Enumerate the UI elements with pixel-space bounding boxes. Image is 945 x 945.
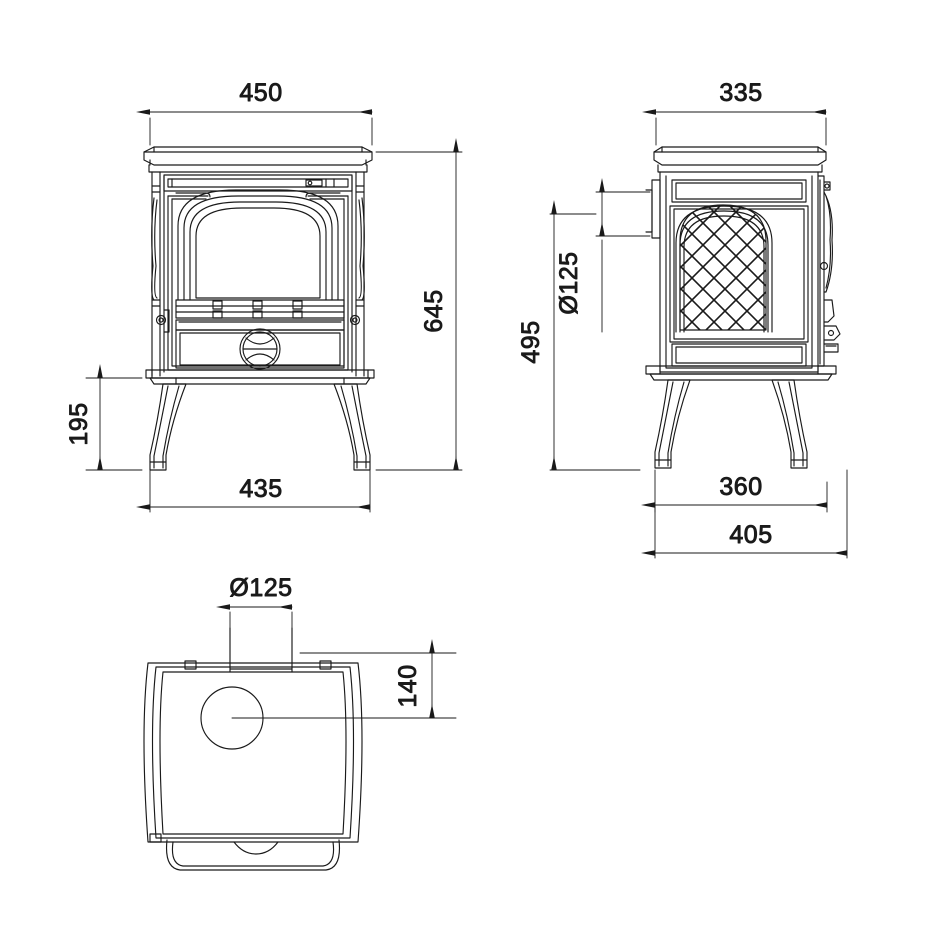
front-ash-panel <box>175 328 345 370</box>
side-base-plinth <box>645 365 837 381</box>
front-right-pillar <box>349 171 365 377</box>
front-upper-rail <box>163 174 353 192</box>
dim-label-335: 335 <box>719 79 762 107</box>
side-left-leg <box>654 379 691 469</box>
plan-dimensions: Ø125 140 <box>215 574 457 719</box>
plan-lug-bottom-left <box>149 833 162 843</box>
dim-label-405: 405 <box>729 521 772 549</box>
side-lattice-grille <box>680 205 766 330</box>
dim-405-group: 405 <box>640 469 848 559</box>
side-top-plate <box>653 146 827 173</box>
side-upper-panel <box>671 179 807 203</box>
dim-645-group: 645 <box>375 137 463 471</box>
side-door-hardware <box>817 175 841 367</box>
side-right-leg <box>771 379 808 469</box>
side-door-arch <box>675 205 773 333</box>
plan-outer-plate <box>143 662 363 843</box>
side-elevation-view <box>645 146 841 469</box>
side-lattice-outline <box>679 204 767 331</box>
front-dimensions: 450 645 195 435 <box>65 79 463 513</box>
front-base-plinth <box>145 369 375 385</box>
dim-label-195: 195 <box>65 402 93 445</box>
dim-495-group: 495 <box>517 199 641 471</box>
dim-360-group: 360 <box>640 469 828 513</box>
dim-335-group: 335 <box>641 79 827 146</box>
dim-label-140: 140 <box>394 664 422 707</box>
front-door-arch <box>177 189 339 301</box>
front-right-leg <box>333 383 371 471</box>
side-dimensions: 335 Ø125 495 360 405 <box>517 79 848 559</box>
front-left-pillar <box>151 171 170 377</box>
dim-label-125-side: Ø125 <box>555 251 583 314</box>
front-grate-bars <box>175 299 345 331</box>
front-top-plate <box>143 146 373 173</box>
dim-label-450: 450 <box>239 79 282 107</box>
plan-inner-plate <box>159 671 347 835</box>
dim-label-435: 435 <box>239 475 282 503</box>
plan-lug-left <box>184 660 197 670</box>
dim-125-plan-group: Ø125 <box>215 574 293 669</box>
plan-lug-right <box>319 660 332 670</box>
dim-450-group: 450 <box>135 79 373 146</box>
plan-top-view <box>143 627 363 871</box>
dim-140-group: 140 <box>231 638 457 719</box>
front-elevation-view <box>143 146 375 471</box>
plan-flue-collar <box>229 627 293 673</box>
dim-label-360: 360 <box>719 473 762 501</box>
side-body-frame <box>645 171 819 373</box>
plan-front-rail <box>165 839 341 871</box>
dim-125-side-group: Ø125 <box>555 177 651 333</box>
front-air-vent-icon <box>239 328 281 370</box>
side-lower-panel <box>671 343 807 367</box>
dim-label-645: 645 <box>420 289 448 332</box>
dim-195-group: 195 <box>65 363 143 471</box>
dim-435-group: 435 <box>135 469 371 513</box>
dim-label-125-plan: Ø125 <box>229 574 292 602</box>
dim-label-495: 495 <box>517 320 545 363</box>
front-glass-pane <box>195 207 321 299</box>
front-left-leg <box>149 383 187 471</box>
